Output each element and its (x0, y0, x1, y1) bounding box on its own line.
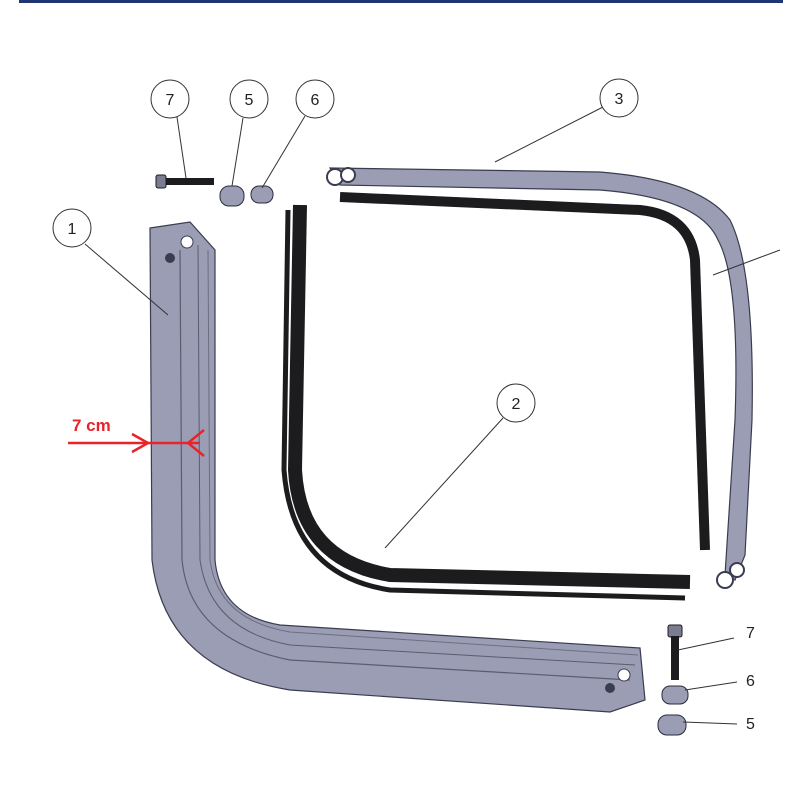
dimension-marker (68, 429, 205, 457)
callout-circles (52, 78, 639, 423)
bushing-6-bottom (661, 685, 689, 705)
callout-6-bottom: 6 (746, 673, 755, 690)
leader-lines (84, 106, 781, 725)
bushing-5-bottom (657, 714, 687, 736)
bolt-7-bottom (667, 624, 683, 680)
bushing-6-top (250, 185, 274, 204)
part-3-rail (326, 167, 753, 589)
part-1-frame (149, 221, 646, 713)
bolt-7-top (155, 174, 214, 189)
callout-3: 3 (615, 91, 624, 108)
part-2-seal (281, 192, 710, 601)
callout-5-top: 5 (245, 92, 254, 109)
dimension-label: 7 cm (72, 416, 111, 435)
callout-7-top: 7 (166, 92, 175, 109)
callout-7-bottom: 7 (746, 625, 755, 642)
bushing-5-top (219, 185, 245, 207)
top-accent-bar (19, 0, 783, 3)
callout-6-top: 6 (311, 92, 320, 109)
callout-2: 2 (512, 396, 521, 413)
callout-5-bottom: 5 (746, 716, 755, 733)
callout-1: 1 (68, 221, 77, 238)
